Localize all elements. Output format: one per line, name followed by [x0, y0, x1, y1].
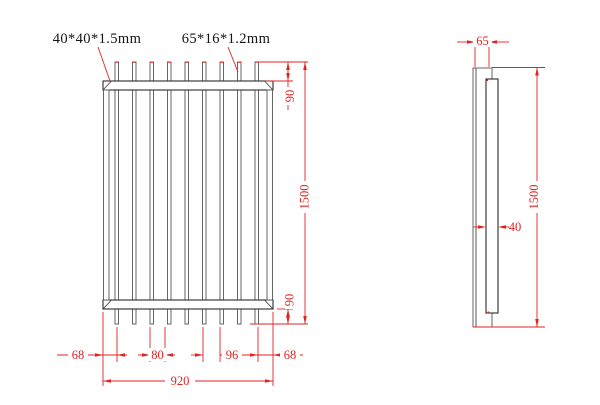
dim-overall-width: 920 — [103, 374, 273, 388]
dim-bottom-chain: 68 80 96 68 — [57, 348, 303, 362]
side-view — [472, 67, 499, 328]
dim-side-height-value: 1500 — [527, 185, 541, 210]
rail-spec-leader — [97, 46, 111, 82]
dimension-annotations: 90 1500 90 — [57, 34, 545, 388]
dim-picket-pitch-value: 96 — [226, 348, 239, 362]
dim-side-rail-depth-value: 40 — [509, 220, 522, 234]
pickets — [114, 61, 259, 325]
left-edge-bar — [103, 89, 110, 301]
dim-front-height-value: 1500 — [298, 185, 312, 210]
right-edge-bar — [266, 89, 273, 301]
dim-overall-width-value: 920 — [171, 374, 190, 388]
node-marker — [486, 79, 488, 82]
front-view — [102, 61, 274, 325]
dim-front-height: 1500 — [298, 62, 312, 324]
dim-bottom-offset: 90 — [283, 291, 297, 324]
dim-side-rail-depth: 40 — [473, 220, 521, 234]
dim-edge-gap-right-value: 68 — [284, 348, 297, 362]
dim-side-depth: 65 — [457, 34, 509, 67]
dim-side-height: 1500 — [474, 67, 545, 328]
picket-spec-label: 65*16*1.2mm — [182, 31, 271, 47]
dim-bottom-offset-value: 90 — [283, 294, 297, 307]
top-rail — [102, 80, 274, 91]
rail-profile — [485, 78, 499, 314]
rail-spec-label: 40*40*1.5mm — [53, 31, 142, 47]
dim-picket-gap-value: 80 — [151, 348, 164, 362]
dim-top-offset-value: 90 — [283, 90, 297, 103]
bottom-rail — [102, 299, 274, 310]
dim-side-depth-value: 65 — [476, 34, 489, 48]
dim-edge-gap-left-value: 68 — [72, 348, 85, 362]
picket-spec-leader — [227, 46, 239, 73]
dim-top-offset: 90 — [283, 62, 297, 110]
node-marker — [487, 311, 490, 314]
